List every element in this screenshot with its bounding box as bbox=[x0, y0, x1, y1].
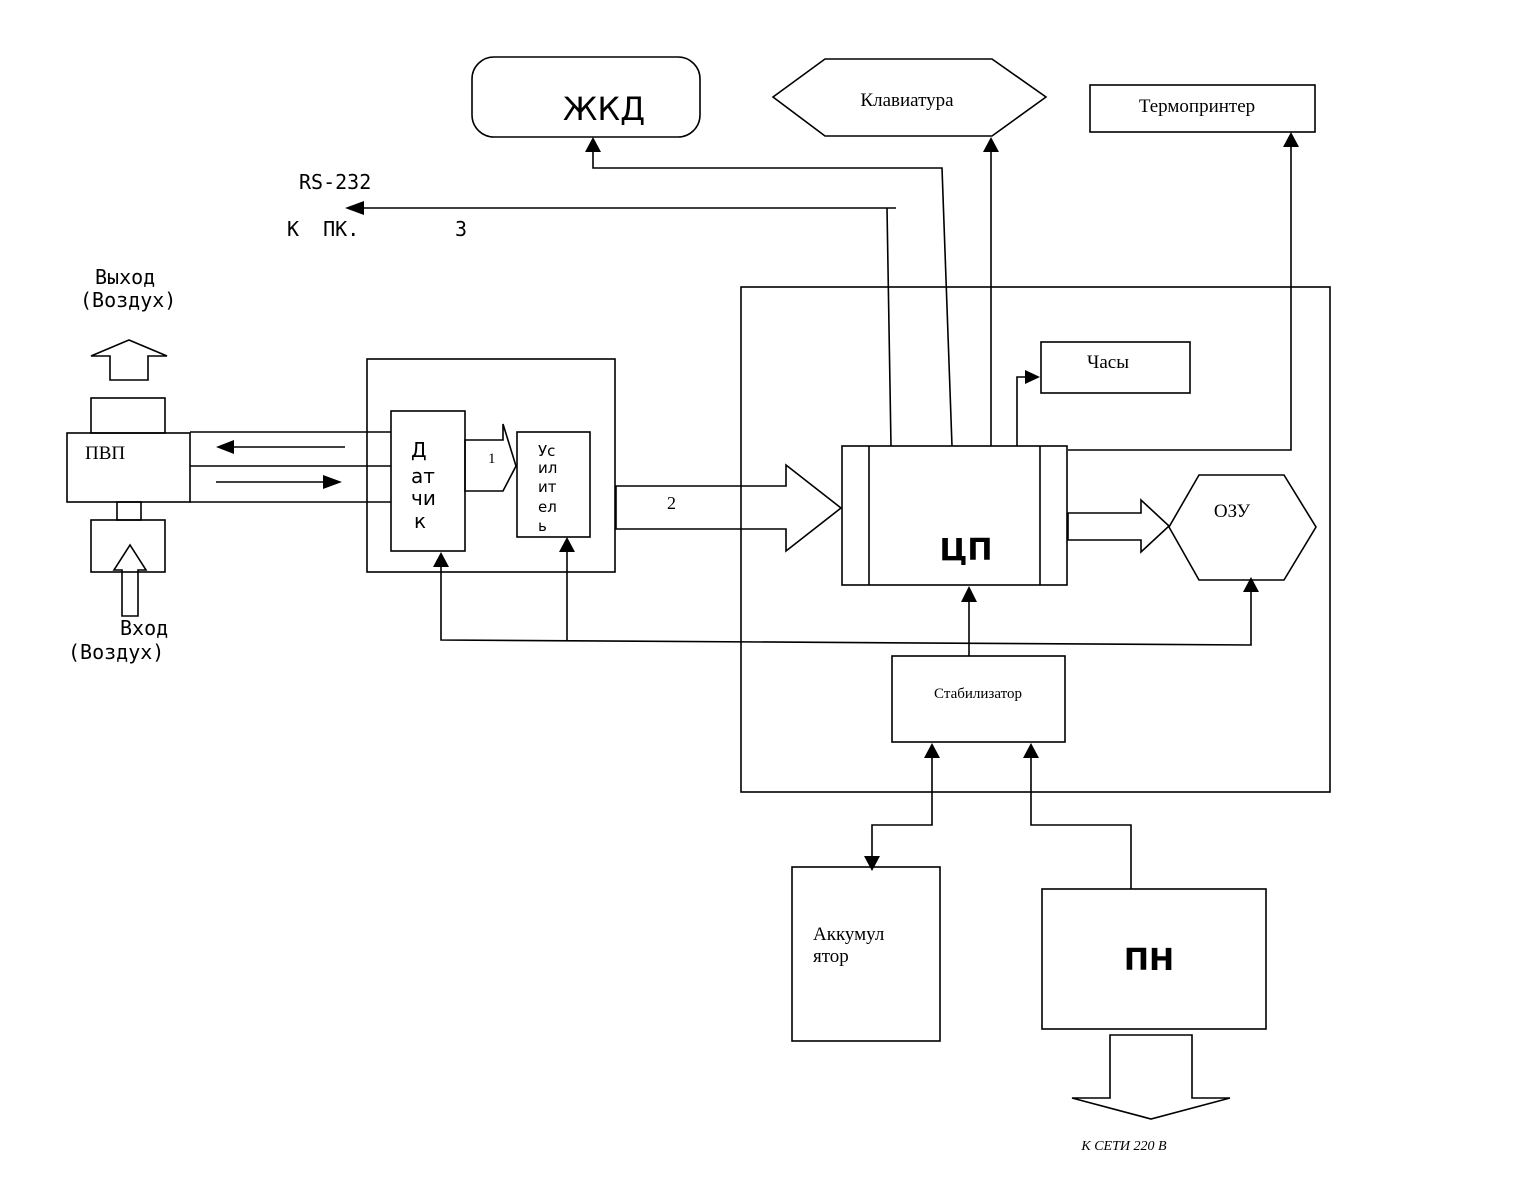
mains-arrow-icon bbox=[1071, 1034, 1231, 1120]
sensor-amplifier-arrow bbox=[464, 423, 517, 492]
rs232-arrow bbox=[345, 201, 896, 447]
battery-label-1: Аккумул bbox=[813, 924, 885, 945]
to-pc-label: К ПК. bbox=[287, 217, 359, 241]
module-cpu-arrow bbox=[615, 463, 843, 553]
inlet-label-1: Вход bbox=[120, 616, 168, 640]
stabilizer-block: Стабилизатор bbox=[891, 655, 1066, 743]
psu-stabilizer-connector bbox=[1023, 743, 1132, 889]
amplifier-line-1: Ус bbox=[538, 442, 555, 460]
amplifier-line-3: ит bbox=[538, 478, 557, 496]
inlet-arrow-icon bbox=[112, 543, 148, 617]
pvp-label: ПВП bbox=[85, 443, 125, 464]
thermal-printer-block: Термопринтер bbox=[1089, 84, 1316, 133]
cpu-keyboard-connector bbox=[983, 137, 999, 446]
outlet-label-1: Выход bbox=[95, 265, 155, 289]
pvp-block: ПВП bbox=[66, 397, 191, 573]
keyboard-block: Клавиатура bbox=[771, 58, 1048, 137]
ram-block: ОЗУ bbox=[1168, 474, 1317, 581]
clock-label: Часы bbox=[1087, 352, 1129, 373]
sensor-line-2: ат bbox=[411, 464, 435, 488]
sensor-module bbox=[366, 358, 616, 573]
outlet-label-2: (Воздух) bbox=[80, 288, 176, 312]
rs232-label: RS-232 bbox=[299, 170, 371, 194]
inlet-label-2: (Воздух) bbox=[68, 640, 164, 664]
stabilizer-cpu-connector bbox=[961, 586, 977, 656]
lcd-block: ЖКД bbox=[471, 56, 701, 138]
to-pc-number: 3 bbox=[455, 217, 467, 241]
battery-block: Аккумул ятор bbox=[791, 866, 941, 1042]
amplifier-line-4: ел bbox=[538, 498, 557, 516]
clock-block: Часы bbox=[1040, 341, 1191, 394]
amplifier-line-2: ил bbox=[538, 459, 557, 477]
power-supply-label: ПН bbox=[1124, 943, 1174, 978]
amplifier-block: Ус ил ит ел ь bbox=[516, 431, 591, 538]
battery-label-2: ятор bbox=[813, 946, 849, 967]
power-bus bbox=[433, 537, 1259, 646]
cpu-block: ЦП bbox=[841, 445, 1068, 586]
main-unit bbox=[740, 286, 1331, 793]
power-supply-block: ПН bbox=[1041, 888, 1267, 1030]
lcd-label: ЖКД bbox=[563, 90, 645, 128]
sensor-line-1: Д bbox=[411, 438, 427, 462]
battery-stabilizer-connector bbox=[864, 743, 940, 871]
cpu-label: ЦП bbox=[940, 533, 993, 568]
keyboard-label: Клавиатура bbox=[860, 90, 954, 111]
arrow-2-label: 2 bbox=[667, 493, 676, 513]
thermal-printer-label: Термопринтер bbox=[1139, 96, 1255, 117]
outlet-arrow-icon bbox=[90, 339, 168, 381]
pvp-sensor-lines bbox=[190, 431, 391, 503]
mains-label: К СЕТИ 220 В bbox=[1080, 1139, 1167, 1154]
cpu-printer-connector bbox=[1068, 132, 1299, 451]
stabilizer-label: Стабилизатор bbox=[934, 686, 1022, 702]
sensor-line-3: чи bbox=[411, 486, 436, 510]
sensor-line-4: к bbox=[414, 509, 426, 533]
sensor-block: Д ат чи к bbox=[390, 410, 466, 552]
amplifier-line-5: ь bbox=[538, 517, 547, 535]
cpu-clock-connector bbox=[1016, 370, 1040, 446]
ram-label: ОЗУ bbox=[1214, 501, 1251, 522]
cpu-ram-arrow bbox=[1067, 498, 1171, 554]
arrow-1-label: 1 bbox=[488, 451, 496, 467]
cpu-lcd-connector bbox=[585, 137, 953, 447]
